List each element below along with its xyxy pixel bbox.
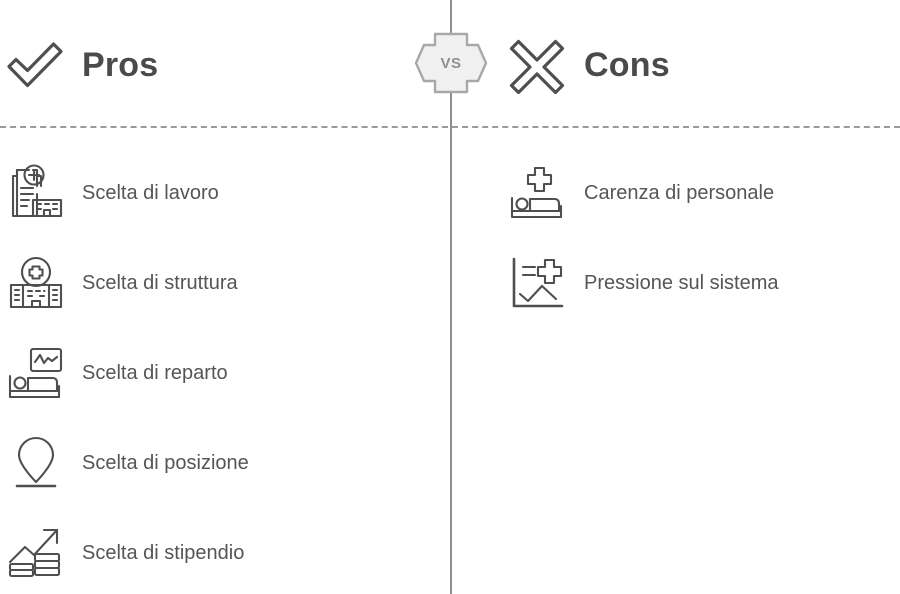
cons-list: Carenza di personale Pressione sul siste… bbox=[508, 148, 896, 328]
list-item-label: Pressione sul sistema bbox=[584, 272, 779, 294]
list-item[interactable]: Carenza di personale bbox=[508, 148, 896, 238]
pros-list: Scelta di lavoro Scelta di struttura bbox=[6, 148, 436, 594]
hospital-bed-monitor-icon bbox=[6, 343, 66, 403]
list-item-label: Carenza di personale bbox=[584, 182, 775, 204]
horizontal-dashed-divider bbox=[0, 126, 900, 128]
bed-medical-cross-icon bbox=[508, 163, 568, 223]
cons-header: Cons bbox=[508, 36, 670, 95]
list-item[interactable]: Scelta di lavoro bbox=[6, 148, 436, 238]
list-item-label: Scelta di struttura bbox=[82, 272, 238, 294]
check-mark-icon bbox=[6, 36, 64, 94]
list-item[interactable]: Scelta di struttura bbox=[6, 238, 436, 328]
vs-arrow-badge-icon: VS bbox=[414, 32, 488, 94]
cons-title: Cons bbox=[584, 46, 670, 84]
list-item[interactable]: Pressione sul sistema bbox=[508, 238, 896, 328]
chart-medical-cross-icon bbox=[508, 253, 568, 313]
location-pin-icon bbox=[6, 433, 66, 493]
header-band: Pros Cons VS bbox=[0, 0, 900, 126]
list-item-label: Scelta di posizione bbox=[82, 452, 249, 474]
document-plus-building-icon bbox=[6, 163, 66, 223]
list-item[interactable]: Scelta di stipendio bbox=[6, 508, 436, 594]
cross-mark-icon bbox=[508, 36, 566, 95]
pros-header: Pros bbox=[6, 36, 158, 94]
rising-arrow-coins-icon bbox=[6, 523, 66, 583]
vertical-divider bbox=[450, 0, 452, 594]
pros-title: Pros bbox=[82, 46, 159, 84]
list-item-label: Scelta di reparto bbox=[82, 362, 228, 384]
hospital-building-icon bbox=[6, 253, 66, 313]
list-item-label: Scelta di lavoro bbox=[82, 182, 219, 204]
vs-label: VS bbox=[440, 54, 462, 72]
list-item[interactable]: Scelta di posizione bbox=[6, 418, 436, 508]
list-item[interactable]: Scelta di reparto bbox=[6, 328, 436, 418]
list-item-label: Scelta di stipendio bbox=[82, 542, 245, 564]
